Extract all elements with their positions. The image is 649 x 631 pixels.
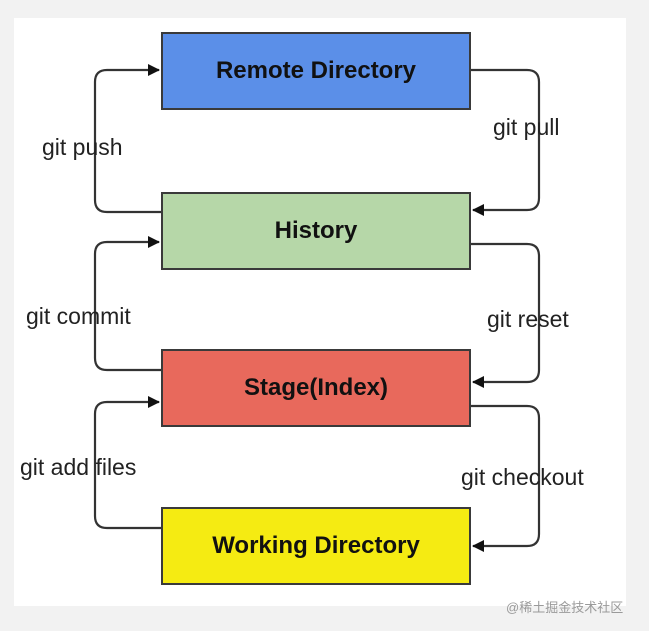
git-pull-label: git pull bbox=[493, 114, 560, 140]
git-push-label: git push bbox=[42, 134, 123, 160]
watermark: @稀土掘金技术社区 bbox=[506, 600, 624, 615]
history-box: History bbox=[161, 192, 471, 270]
git-commit-label: git commit bbox=[26, 303, 131, 329]
git-reset-label: git reset bbox=[487, 306, 569, 332]
git-add-files-label: git add files bbox=[20, 454, 137, 480]
stage-index-box: Stage(Index) bbox=[161, 349, 471, 427]
remote-directory-box: Remote Directory bbox=[161, 32, 471, 110]
arrow-git-commit bbox=[93, 236, 161, 372]
arrow-git-checkout bbox=[471, 404, 541, 552]
arrow-git-reset bbox=[471, 242, 541, 388]
arrow-git-pull bbox=[471, 68, 541, 216]
arrow-git-push bbox=[93, 64, 161, 214]
git-checkout-label: git checkout bbox=[461, 464, 584, 490]
arrow-git-add-files bbox=[93, 396, 161, 530]
working-directory-box: Working Directory bbox=[161, 507, 471, 585]
